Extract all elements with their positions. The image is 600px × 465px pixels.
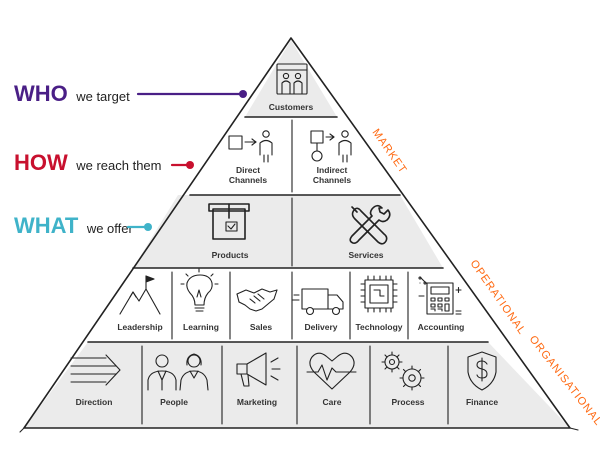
customers-icon — [276, 63, 308, 95]
what-small: we offer — [86, 221, 134, 236]
chip-icon — [360, 275, 398, 313]
how-big: HOW — [14, 150, 68, 175]
care-label: Care — [323, 397, 342, 407]
process-label: Process — [391, 397, 424, 407]
who-small: we target — [75, 89, 130, 104]
indirect-channels-icon — [310, 130, 352, 163]
box-icon — [208, 203, 250, 240]
tier-operational: Leadership Learning Sales — [117, 268, 465, 332]
products-label: Products — [212, 250, 249, 260]
learning-label: Learning — [183, 322, 219, 332]
truck-icon — [291, 288, 344, 316]
direction-label: Direction — [76, 397, 113, 407]
how-word: HOW we reach them — [14, 150, 161, 175]
finance-label: Finance — [466, 397, 498, 407]
tools-icon — [349, 204, 391, 245]
dollar-shield-icon — [467, 351, 497, 391]
tier-channels: Direct Channels Indirect Channels — [228, 130, 352, 185]
direct-channels-icon — [228, 130, 273, 163]
lightbulb-icon — [180, 268, 219, 312]
services-label: Services — [349, 250, 384, 260]
band-customers — [245, 40, 337, 117]
calculator-icon — [418, 276, 462, 315]
callout-how: HOW we reach them — [14, 150, 194, 175]
callout-who: WHO we target — [14, 81, 247, 106]
tier-organisational: Direction People Marketing Care — [70, 351, 498, 407]
pyramid-outline — [19, 37, 579, 433]
mountain-flag-icon — [119, 275, 161, 315]
handshake-icon — [236, 288, 278, 312]
who-word: WHO we target — [14, 81, 130, 106]
indirect-channels-label-line1: Indirect — [317, 165, 348, 175]
customers-label: Customers — [269, 102, 314, 112]
gears-icon — [381, 351, 425, 391]
how-dot — [186, 161, 194, 169]
accounting-label: Accounting — [418, 322, 465, 332]
arrows-icon — [70, 354, 121, 386]
what-big: WHAT — [14, 213, 79, 238]
indirect-channels-label-line2: Channels — [313, 175, 352, 185]
megaphone-icon — [236, 352, 281, 387]
how-small: we reach them — [75, 158, 161, 173]
technology-label: Technology — [355, 322, 402, 332]
what-dot — [144, 223, 152, 231]
what-word: WHAT we offer — [14, 213, 133, 238]
band-offer — [133, 195, 443, 268]
side-label-market: MARKET — [370, 127, 410, 176]
who-dot — [239, 90, 247, 98]
delivery-label: Delivery — [304, 322, 337, 332]
people-label: People — [160, 397, 188, 407]
people-icon — [147, 353, 209, 391]
direct-channels-label-line1: Direct — [236, 165, 260, 175]
marketing-label: Marketing — [237, 397, 277, 407]
tier-offer: Products Services — [208, 203, 391, 260]
who-big: WHO — [14, 81, 68, 106]
leadership-label: Leadership — [117, 322, 162, 332]
sales-label: Sales — [250, 322, 272, 332]
callout-what: WHAT we offer — [14, 213, 152, 238]
heart-icon — [306, 352, 357, 390]
tier-customers: Customers — [269, 63, 314, 112]
direct-channels-label-line2: Channels — [229, 175, 268, 185]
